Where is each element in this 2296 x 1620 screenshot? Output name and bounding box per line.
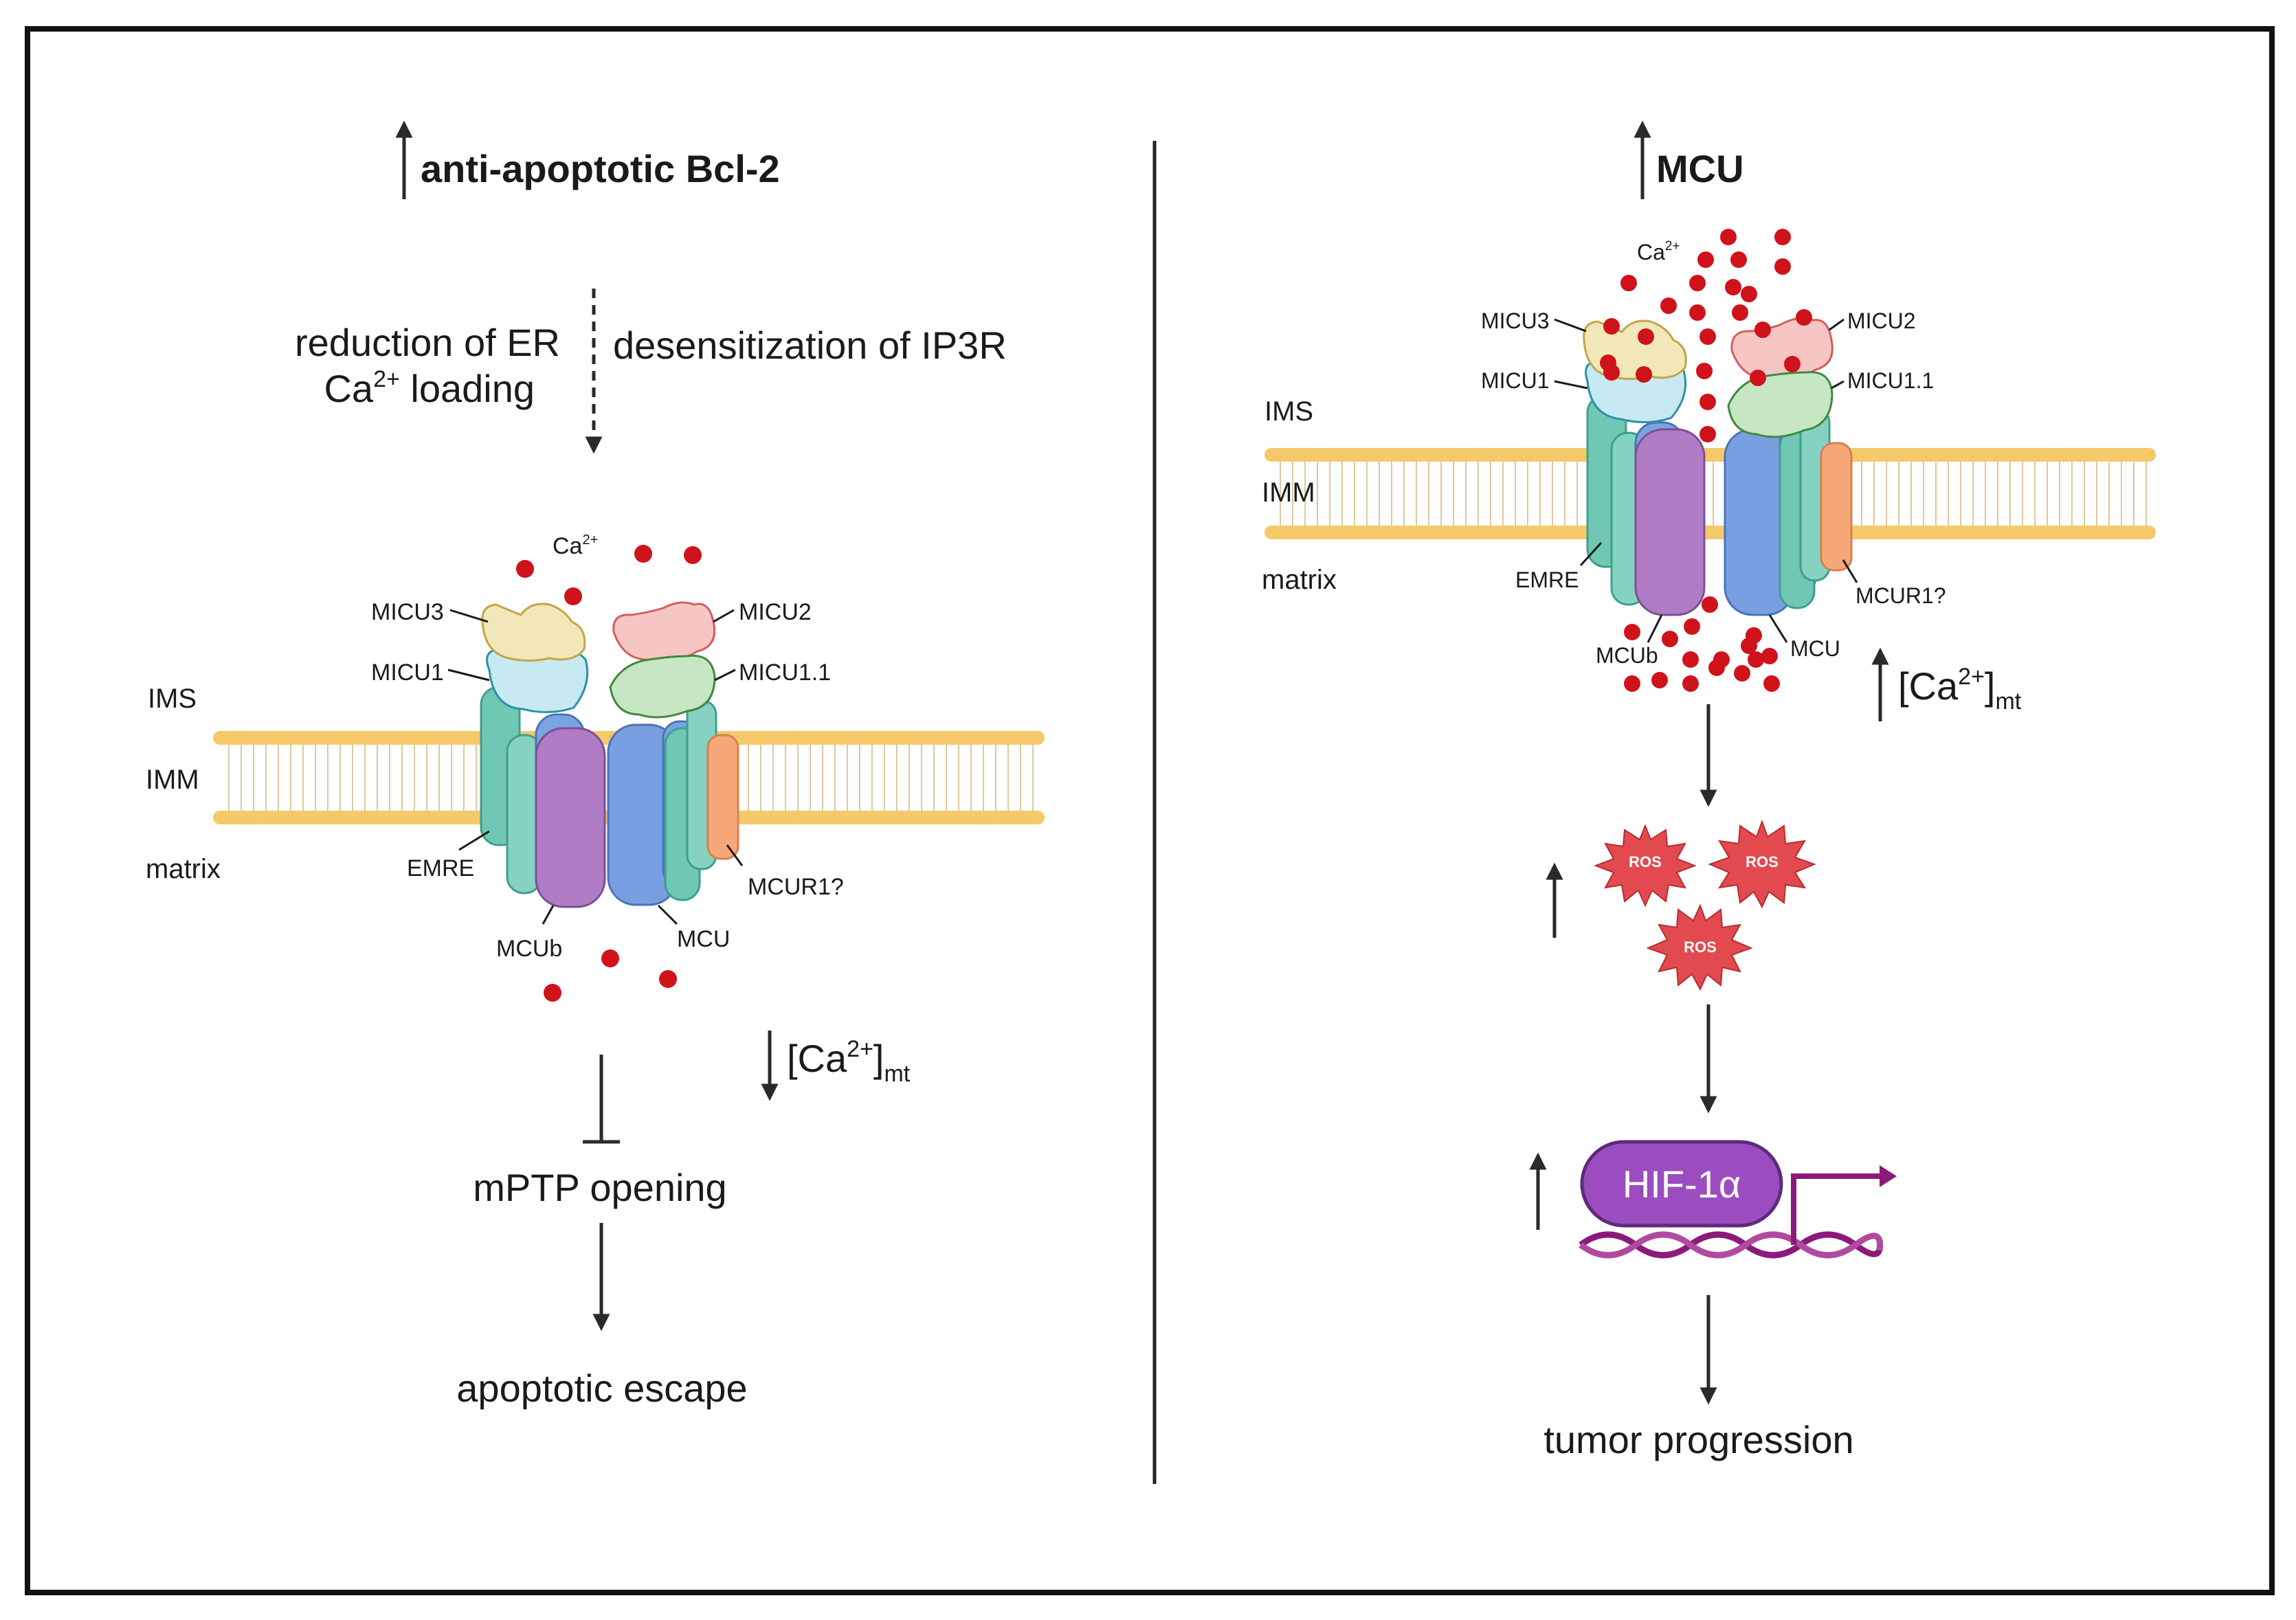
calcium-ions-left <box>516 545 702 1002</box>
calcium-label-right: Ca2+ <box>1637 239 1680 265</box>
ros-burst-2: ROS <box>1708 820 1816 909</box>
transcription-arrowhead <box>1880 1165 1897 1187</box>
micu11-subunit <box>609 654 716 719</box>
uniporter-complex-left <box>480 601 739 908</box>
mcub-label-right: MCUb <box>1596 643 1658 668</box>
ros-label-1: ROS <box>1629 853 1662 870</box>
left-panel: anti-apoptotic Bcl-2 reduction of ER Ca2… <box>146 120 1045 1410</box>
micu1-label-right: MICU1 <box>1481 368 1550 393</box>
hif-1a-label: HIF-1α <box>1623 1162 1741 1206</box>
micu11-label-left: MICU1.1 <box>739 660 831 686</box>
ros-burst-1: ROS <box>1594 824 1697 908</box>
ca-mt-label-right: [Ca2+]mt <box>1898 664 2022 715</box>
micu2-label-right: MICU2 <box>1847 308 1916 333</box>
mcu-label-left: MCU <box>677 926 730 952</box>
ros-burst-3: ROS <box>1646 903 1753 991</box>
ros-label-3: ROS <box>1684 938 1717 956</box>
emre-label-left: EMRE <box>407 855 474 881</box>
uniporter-labels-right <box>1554 318 1858 643</box>
micu3-subunit <box>481 603 586 662</box>
mcur1-subunit <box>706 734 739 860</box>
matrix-label-left: matrix <box>146 854 221 884</box>
transcription-arrow <box>1791 1173 1880 1245</box>
ims-label-right: IMS <box>1264 396 1313 427</box>
mechanism-er-reduction-line1: reduction of ER <box>295 321 560 364</box>
micu3-label-right: MICU3 <box>1481 308 1550 333</box>
right-panel: MCU IMS IMM matrix <box>1262 120 2158 1461</box>
micu3-label-left: MICU3 <box>371 599 444 625</box>
mcur1-label-left: MCUR1? <box>748 874 844 900</box>
apoptotic-escape-label: apoptotic escape <box>456 1366 747 1410</box>
ims-label-left: IMS <box>148 684 197 714</box>
mcu-label-right: MCU <box>1790 636 1840 661</box>
mcur1-label-right: MCUR1? <box>1855 583 1946 608</box>
mcub-subunit <box>535 727 606 908</box>
matrix-label-right: matrix <box>1262 565 1337 595</box>
inner-membrane-right <box>1264 448 2158 539</box>
calcium-ions-right <box>1600 229 1812 692</box>
mptp-opening-label: mPTP opening <box>473 1166 726 1209</box>
dna-helix <box>1579 1231 1884 1259</box>
micu2-label-left: MICU2 <box>739 599 812 625</box>
mechanism-ip3r-desensitization: desensitization of IP3R <box>613 324 1007 367</box>
hif-1a-protein <box>1580 1140 1783 1228</box>
emre-label-right: EMRE <box>1515 567 1579 592</box>
mcub-label-left: MCUb <box>496 936 562 962</box>
imm-label-right: IMM <box>1262 477 1315 508</box>
right-panel-title: MCU <box>1656 147 1744 190</box>
ca-mt-label-left: [Ca2+]mt <box>787 1036 911 1087</box>
calcium-label-left: Ca2+ <box>553 532 598 559</box>
uniporter-labels-left <box>447 609 744 925</box>
left-panel-title: anti-apoptotic Bcl-2 <box>421 147 780 190</box>
micu11-label-right: MICU1.1 <box>1847 368 1934 393</box>
imm-label-left: IMM <box>146 765 199 795</box>
micu1-label-left: MICU1 <box>371 660 444 686</box>
mechanism-er-reduction-line2: Ca2+ loading <box>324 366 535 410</box>
tumor-progression-label: tumor progression <box>1543 1418 1853 1461</box>
ros-label-2: ROS <box>1746 853 1779 870</box>
